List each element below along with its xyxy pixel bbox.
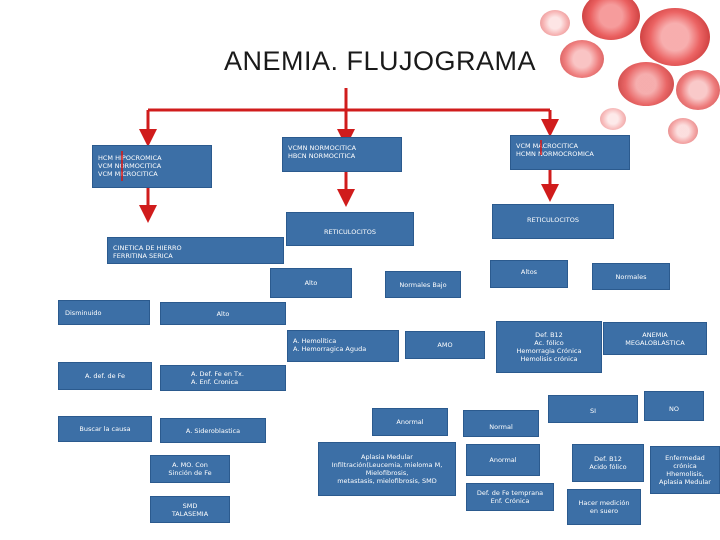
- node-reticulocitos-right: RETICULOCITOS: [492, 204, 614, 239]
- blood-cell-decoration: [600, 108, 626, 130]
- node-def-b12-folico-text: Def. B12 Acido fólico: [589, 455, 627, 471]
- node-medicion-text: Hacer medición en suero: [578, 499, 630, 515]
- node-si-text: SI: [589, 407, 597, 415]
- node-aplasia: Aplasia Medular Infiltración(Leucemia, m…: [318, 442, 456, 496]
- node-anormal-right-text: Anormal: [489, 456, 517, 464]
- node-normales-bajo: Normales Bajo: [385, 271, 461, 298]
- node-no: NO: [644, 391, 704, 421]
- node-alto-left: Alto: [270, 268, 352, 298]
- node-alto-ferritina: Alto: [160, 302, 286, 325]
- node-def-b12-hemolisis-text: Def. B12 Ac. fólico Hemorragia Crónica H…: [516, 331, 582, 363]
- node-anemia-megaloblastica: ANEMIA MEGALOBLASTICA: [603, 322, 707, 355]
- node-buscar-causa: Buscar la causa: [58, 416, 152, 442]
- node-macrocitica: VCM MACROCITICA HCMN NORMOCROMICA: [510, 135, 630, 170]
- node-amo-con-text: A. MO. Con Sinción de Fe: [168, 461, 212, 477]
- node-anemia-megaloblastica-text: ANEMIA MEGALOBLASTICA: [625, 330, 685, 347]
- node-normocitica: VCMN NORMOCITICA HBCN NORMOCITICA: [282, 137, 402, 172]
- node-smd-text: SMD TALASEMIA: [171, 501, 209, 518]
- node-aplasia-text: Aplasia Medular Infiltración(Leucemia, m…: [331, 453, 443, 485]
- node-enf-cronica-text: Enfermedad crónica Hhemolisis, Aplasia M…: [659, 454, 711, 486]
- node-def-fe-tx-text: A. Def. Fe en Tx. A. Enf. Cronica: [191, 370, 244, 386]
- node-buscar-causa-text: Buscar la causa: [79, 425, 131, 433]
- node-reticulocitos-left-text: RETICULOCITOS: [324, 228, 376, 236]
- node-normales-right-text: Normales: [615, 272, 647, 281]
- node-anormal-left-text: Anormal: [396, 418, 424, 426]
- node-def-b12-hemolisis: Def. B12 Ac. fólico Hemorragia Crónica H…: [496, 321, 602, 373]
- node-hipocromica-text: HCM HIPOCROMICA VCM NORMOCITICA VCM MICR…: [98, 154, 162, 178]
- node-macrocitica-text: VCM MACROCITICA HCMN NORMOCROMICA: [516, 142, 594, 158]
- node-hemolitica: A. Hemolítica A. Hemorragica Aguda: [287, 330, 399, 362]
- node-altos-right-text: Altos: [520, 268, 538, 276]
- blood-cell-decoration: [560, 40, 604, 78]
- node-normales-bajo-text: Normales Bajo: [399, 280, 447, 289]
- node-def-fe: A. def. de Fe: [58, 362, 152, 390]
- node-reticulocitos-left: RETICULOCITOS: [286, 212, 414, 246]
- node-normal-mid: Normal: [463, 410, 539, 437]
- node-amo-con: A. MO. Con Sinción de Fe: [150, 455, 230, 483]
- node-def-fe-temprana: Def. de Fe temprana Enf. Crónica: [466, 483, 554, 511]
- node-alto-left-text: Alto: [304, 279, 318, 287]
- blood-cell-decoration: [668, 118, 698, 144]
- node-disminuido: Disminuido: [58, 300, 150, 325]
- node-altos-right: Altos: [490, 260, 568, 288]
- node-smd: SMD TALASEMIA: [150, 496, 230, 523]
- node-def-fe-text: A. def. de Fe: [84, 372, 126, 380]
- node-sideroblastica-text: A. Sideroblastica: [185, 426, 241, 435]
- node-normal-mid-text: Normal: [489, 423, 513, 431]
- node-cinetica: CINETICA DE HIERRO FERRITINA SERICA: [107, 237, 284, 264]
- node-medicion: Hacer medición en suero: [567, 489, 641, 525]
- node-amo: AMO: [405, 331, 485, 359]
- node-def-fe-tx: A. Def. Fe en Tx. A. Enf. Cronica: [160, 365, 286, 391]
- node-amo-text: AMO: [437, 341, 453, 349]
- node-disminuido-text: Disminuido: [65, 309, 102, 317]
- page-title: ANEMIA. FLUJOGRAMA: [223, 46, 537, 76]
- node-anormal-right: Anormal: [466, 444, 540, 476]
- blood-cell-decoration: [540, 10, 570, 36]
- node-si: SI: [548, 395, 638, 423]
- node-enf-cronica: Enfermedad crónica Hhemolisis, Aplasia M…: [650, 446, 720, 494]
- node-reticulocitos-right-text: RETICULOCITOS: [527, 216, 579, 224]
- node-normales-right: Normales: [592, 263, 670, 290]
- node-hipocromica: HCM HIPOCROMICA VCM NORMOCITICA VCM MICR…: [92, 145, 212, 188]
- blood-cell-decoration: [618, 62, 674, 106]
- blood-cell-decoration: [640, 8, 710, 66]
- node-normocitica-text: VCMN NORMOCITICA HBCN NORMOCITICA: [288, 144, 357, 160]
- node-anormal-left: Anormal: [372, 408, 448, 436]
- blood-cell-decoration: [582, 0, 640, 40]
- node-alto-ferritina-text: Alto: [216, 309, 230, 318]
- node-no-text: NO: [669, 405, 679, 413]
- blood-cell-decoration: [676, 70, 720, 110]
- node-sideroblastica: A. Sideroblastica: [160, 418, 266, 443]
- node-def-b12-folico: Def. B12 Acido fólico: [572, 444, 644, 482]
- node-hemolitica-text: A. Hemolítica A. Hemorragica Aguda: [293, 337, 367, 353]
- node-def-fe-temprana-text: Def. de Fe temprana Enf. Crónica: [476, 489, 544, 505]
- node-cinetica-text: CINETICA DE HIERRO FERRITINA SERICA: [113, 244, 182, 260]
